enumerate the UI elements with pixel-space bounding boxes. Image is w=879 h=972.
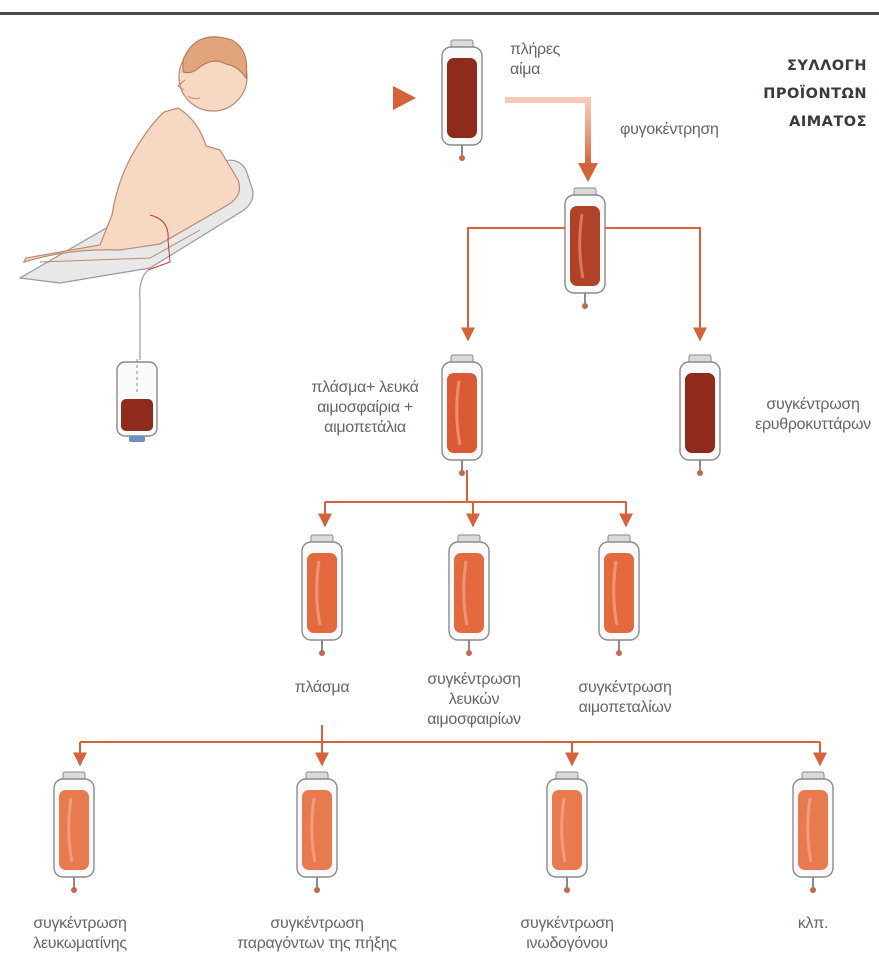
centrifugation-arrow-head <box>578 163 598 182</box>
platelet-concentrate-label: συγκέντρωση αιμοπεταλίων <box>560 678 690 718</box>
wbc-bag-icon <box>449 535 489 656</box>
centrifugation-label: φυγοκέντρηση <box>620 120 719 140</box>
fibrinogen-concentrate-label: συγκέντρωση ινωδογόνου <box>505 914 629 954</box>
etc-label: κλπ. <box>783 914 843 934</box>
rbc-concentrate-label: συγκέντρωση ερυθροκυττάρων <box>752 395 874 435</box>
clotting-factor-concentrate-label: συγκέντρωση παραγόντων της πήξης <box>222 914 412 954</box>
whole-blood-bag-icon <box>442 40 482 161</box>
platelet-bag-icon <box>599 535 639 656</box>
albumin-bag-icon <box>54 772 94 893</box>
patient-figure <box>20 37 253 360</box>
plasma-bag-icon <box>302 535 342 656</box>
plasma-wbc-platelets-bag-icon <box>442 355 482 476</box>
fractionation-arrows <box>80 725 820 765</box>
plasma-label: πλάσμα <box>272 678 372 698</box>
fibrinogen-bag-icon <box>547 772 587 893</box>
wbc-concentrate-label: συγκέντρωση λευκών αιμοσφαιρίων <box>409 670 539 730</box>
rbc-bag-icon <box>680 355 720 476</box>
plasma-wbc-platelets-label: πλάσμα+ λευκά αιμοσφαίρια + αιμοπετάλια <box>300 378 430 438</box>
centrifugation-arrow <box>505 100 588 165</box>
collection-arrow-head <box>393 86 416 110</box>
collection-bag-icon <box>117 359 157 442</box>
plasma-split-arrows <box>325 470 626 526</box>
other-products-bag-icon <box>793 772 833 893</box>
albumin-concentrate-label: συγκέντρωση λευκωματίνης <box>18 914 142 954</box>
clotting-factor-bag-icon <box>297 772 337 893</box>
whole-blood-label: πλήρες αίμα <box>510 40 560 80</box>
centrifuged-bag-icon <box>565 188 605 309</box>
